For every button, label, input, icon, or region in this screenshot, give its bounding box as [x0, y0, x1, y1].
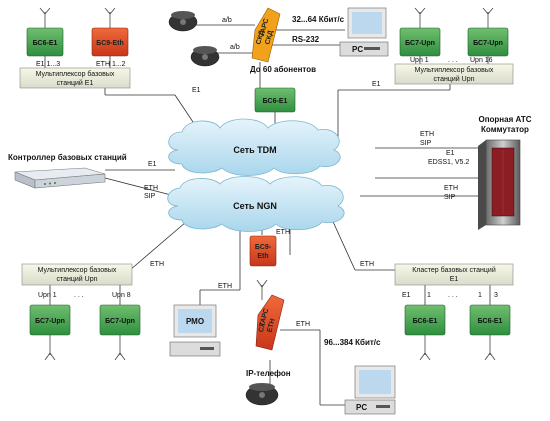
- label-eth-1-2: ETH 1...2: [96, 61, 126, 68]
- label-subscribers: До 60 абонентов: [250, 65, 316, 74]
- svg-text:ETH: ETH: [266, 318, 276, 333]
- svg-text:Мультиплексор базовых: Мультиплексор базовых: [38, 266, 117, 274]
- phone-top-2: [190, 46, 220, 67]
- label-eth-botright: ETH: [360, 261, 374, 268]
- svg-text:станций Upn: станций Upn: [433, 75, 474, 83]
- label-eth-botleft: ETH: [150, 261, 164, 268]
- bs-bot-right-a: БС6-Е1: [404, 304, 446, 336]
- label-eth-pmo: ETH: [218, 283, 232, 290]
- bs-bot-right-b: БС6-Е1: [469, 304, 511, 336]
- label-atc-sip: SIP: [420, 140, 432, 147]
- svg-text:БС6-Е1: БС6-Е1: [33, 40, 58, 47]
- label-e1-b4: 3: [494, 292, 498, 299]
- bs-top-left-bs9: БС9-Eth: [91, 27, 129, 57]
- mux-bot-left: Мультиплексор базовых станций Upn: [21, 263, 133, 286]
- label-atc-e1: E1: [446, 150, 455, 157]
- antennas: [39, 7, 496, 361]
- label-e1-b3: 1: [478, 292, 482, 299]
- atc-switch: [478, 139, 521, 230]
- cloud-ngn-label: Сеть NGN: [233, 201, 277, 211]
- svg-text:Мультиплексор базовых: Мультиплексор базовых: [36, 70, 115, 78]
- label-upn1-top: Upn 1: [410, 57, 429, 64]
- pc-pmo: РМО: [169, 304, 221, 357]
- svg-text:Кластер базовых станций: Кластер базовых станций: [412, 266, 496, 274]
- svg-text:БС6-Е1: БС6-Е1: [478, 318, 503, 325]
- svg-text:БС9-: БС9-: [255, 244, 272, 251]
- label-eth-bs9: ETH: [276, 229, 290, 236]
- mux-top-right: Мультиплексор базовых станций Upn: [394, 63, 514, 85]
- bs-bot-left-b: БС7-Upn: [99, 304, 141, 336]
- connection-lines: [44, 24, 491, 406]
- cloud-tdm-label: Сеть TDM: [233, 145, 276, 155]
- svg-text:БС7-Upn: БС7-Upn: [35, 318, 65, 325]
- svg-text:БС7-Upn: БС7-Upn: [473, 40, 503, 47]
- label-atc-edss: EDSS1, V5.2: [428, 159, 469, 166]
- bs-bot-left-a: БС7-Upn: [29, 304, 71, 336]
- label-e1-right: E1: [372, 81, 381, 88]
- pc-bottom: PC: [344, 365, 396, 415]
- base-station-controller: [14, 167, 106, 189]
- label-atc-sip2: SIP: [444, 194, 456, 201]
- svg-text:БС6-Е1: БС6-Е1: [263, 98, 288, 105]
- svg-text:PC: PC: [356, 403, 367, 412]
- label-eth-tads2: ETH: [296, 321, 310, 328]
- bs-ngn-bs9: БС9- Eth: [249, 235, 277, 267]
- svg-text:Eth: Eth: [257, 253, 268, 260]
- label-e1-left: E1: [192, 87, 201, 94]
- mux-top-left: Мультиплексор базовых станций Е1: [19, 67, 131, 89]
- label-dots-top: . . .: [448, 57, 458, 64]
- pc-top: PC: [339, 7, 389, 57]
- svg-text:БС7-Upn: БС7-Upn: [405, 40, 435, 47]
- controller-label: Контроллер базовых станций: [8, 153, 127, 162]
- bs-mid-bs6: БС6-Е1: [254, 87, 296, 113]
- svg-text:БС6-Е1: БС6-Е1: [413, 318, 438, 325]
- cloud-ngn: Сеть NGN: [167, 176, 345, 232]
- svg-text:РМО: РМО: [186, 317, 204, 326]
- phone-top-1: [168, 11, 198, 32]
- label-ctrl-eth: ETH: [144, 185, 158, 192]
- svg-text:станций Upn: станций Upn: [56, 275, 97, 283]
- svg-text:ТАРС: ТАРС: [259, 308, 271, 328]
- svg-text:БС9-Eth: БС9-Eth: [96, 40, 124, 47]
- label-e1-b2: 1: [427, 292, 431, 299]
- phone-bottom: [245, 383, 279, 406]
- label-e1-b1: E1: [402, 292, 411, 299]
- atc-label-1: Опорная АТС: [478, 115, 531, 124]
- label-ab1: a/b: [222, 17, 232, 24]
- svg-text:БС7-Upn: БС7-Upn: [105, 318, 135, 325]
- svg-text:ТАРС: ТАРС: [259, 18, 271, 38]
- label-e1-1-3: E1 1...3: [36, 61, 60, 68]
- label-upn16: Upn 16: [470, 57, 493, 64]
- label-ab2: a/b: [230, 44, 240, 51]
- label-speed-bot: 96...384 Кбит/с: [324, 338, 381, 347]
- label-rs232: RS-232: [292, 35, 320, 44]
- bs-top-right-a: БС7-Upn: [399, 27, 441, 57]
- label-speed-top: 32...64 Кбит/с: [292, 15, 345, 24]
- bs-top-right-b: БС7-Upn: [467, 27, 509, 57]
- label-atc-eth2: ETH: [444, 185, 458, 192]
- text-labels: E1 1...3 ETH 1...2 Upn 1 . . . Upn 16 a/…: [36, 15, 498, 378]
- label-atc-eth: ETH: [420, 131, 434, 138]
- svg-text:PC: PC: [352, 45, 363, 54]
- svg-text:станций Е1: станций Е1: [57, 79, 94, 87]
- tads-top: ТАРС СКД СКД: [251, 7, 281, 63]
- svg-text:СКД: СКД: [255, 30, 265, 46]
- label-ctrl-e1: E1: [148, 161, 157, 168]
- label-dots-bot2: . . .: [448, 292, 458, 299]
- svg-text:СКД: СКД: [264, 30, 274, 46]
- svg-text:Мультиплексор базовых: Мультиплексор базовых: [415, 66, 494, 74]
- label-dots-bot: . . .: [74, 292, 84, 299]
- svg-text:СХ: СХ: [258, 322, 267, 333]
- tads-bottom: ТАРС СХ ETH: [255, 294, 285, 351]
- bs-top-left-bs6: БС6-Е1: [26, 27, 64, 57]
- mux-bot-right: Кластер базовых станций Е1: [394, 263, 514, 286]
- label-upn8: Upn 8: [112, 292, 131, 299]
- label-ctrl-sip: SIP: [144, 193, 156, 200]
- cloud-tdm: Сеть TDM: [168, 118, 341, 176]
- svg-text:Е1: Е1: [450, 276, 459, 283]
- atc-label-2: Коммутатор: [481, 125, 529, 134]
- label-ip-phone: IP-телефон: [246, 369, 291, 378]
- label-upn1-bot: Upn 1: [38, 292, 57, 299]
